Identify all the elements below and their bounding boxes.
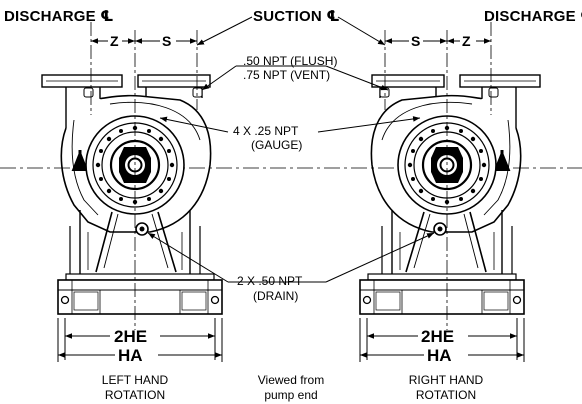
gauge-port-label: 4 X .25 NPT <box>233 124 299 138</box>
dimension-s-left: S <box>162 33 172 49</box>
dimension-z-right: Z <box>462 33 471 49</box>
discharge-centerline-label-right: DISCHARGE ℄ <box>484 8 582 25</box>
right-hand-pump <box>360 75 540 314</box>
view-direction-caption: Viewed from pump end <box>246 373 336 403</box>
right-hand-rotation-caption: RIGHT HAND ROTATION <box>398 373 494 403</box>
left-caption-line2: ROTATION <box>104 388 166 402</box>
suction-centerline-label: SUCTION ℄ <box>253 8 340 25</box>
left-caption-line1: LEFT HAND <box>101 373 169 387</box>
flush-port-label: .50 NPT (FLUSH) <box>243 54 338 68</box>
drain-port-label: 2 X .50 NPT <box>237 274 303 288</box>
gauge-port-sublabel: (GAUGE) <box>251 138 303 152</box>
dimension-2he-left: 2HE <box>114 327 148 346</box>
discharge-centerline-label-left: DISCHARGE ℄ <box>4 8 114 25</box>
right-caption-line2: ROTATION <box>415 388 477 402</box>
view-caption-line2: pump end <box>264 388 318 402</box>
left-hand-rotation-caption: LEFT HAND ROTATION <box>90 373 180 403</box>
dimension-ha-left: HA <box>118 346 143 365</box>
view-caption-line1: Viewed from <box>257 373 325 387</box>
left-hand-pump <box>42 75 222 314</box>
drain-port-sublabel: (DRAIN) <box>253 289 299 303</box>
dimension-s-right: S <box>411 33 421 49</box>
dimension-ha-right: HA <box>427 346 452 365</box>
vent-port-label: .75 NPT (VENT) <box>243 68 331 82</box>
dimension-z-left: Z <box>110 33 119 49</box>
right-caption-line1: RIGHT HAND <box>408 373 484 387</box>
dimension-2he-right: 2HE <box>421 327 455 346</box>
